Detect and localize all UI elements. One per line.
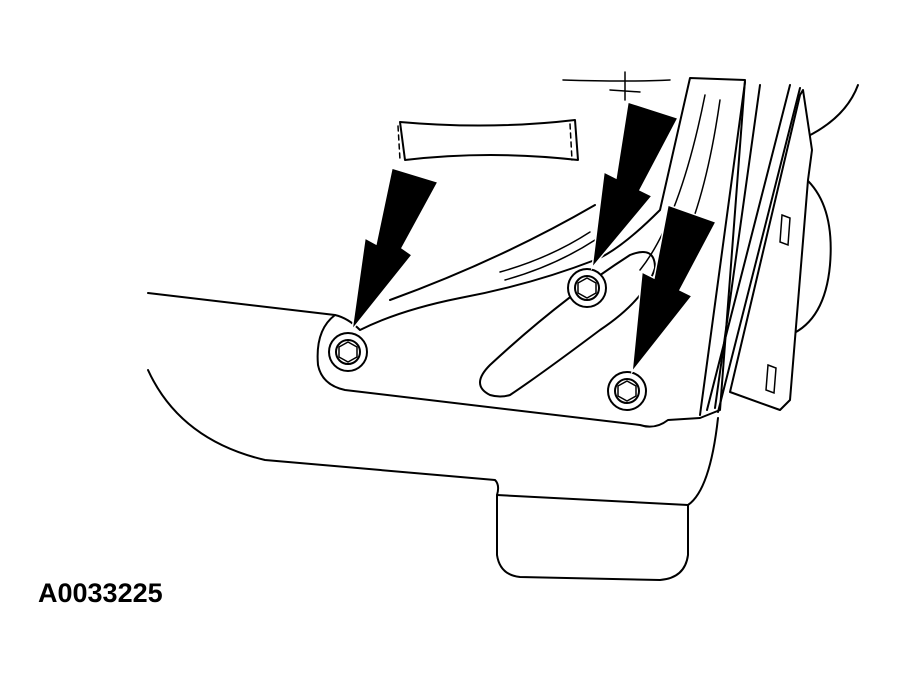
housing-top-edge bbox=[147, 292, 336, 316]
bracket-contour-ribs bbox=[499, 231, 596, 281]
bracket-contour-upper bbox=[389, 204, 596, 301]
detached-bracket-dash bbox=[397, 123, 573, 161]
figure-id-label: A0033225 bbox=[38, 578, 163, 608]
bolt-left bbox=[328, 332, 368, 372]
arrow-to-bolt-upper-middle bbox=[590, 101, 680, 271]
vertical-rail-inner bbox=[706, 84, 801, 413]
bolt-lower-right bbox=[607, 371, 647, 411]
bracket-slot bbox=[479, 251, 656, 398]
top-lines bbox=[562, 71, 671, 101]
vertical-rail-flange bbox=[729, 89, 813, 411]
vertical-rail-outer bbox=[699, 81, 761, 416]
detached-bracket-part bbox=[399, 119, 579, 161]
rail-tabs bbox=[765, 213, 791, 395]
main-housing-outline bbox=[147, 369, 719, 581]
lower-extension bbox=[496, 494, 689, 506]
arrow-to-bolt-lower-right bbox=[630, 204, 718, 375]
arrow-to-bolt-left bbox=[350, 167, 440, 333]
bolt-upper-middle bbox=[567, 268, 607, 308]
